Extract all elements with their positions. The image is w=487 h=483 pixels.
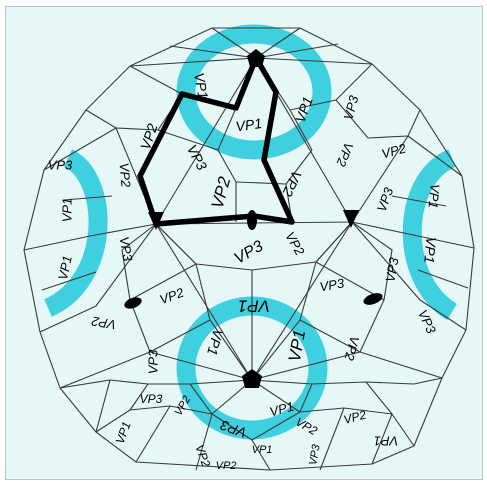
protein-label: VP3 [382,256,401,284]
protein-label: VP1 [238,297,270,316]
protein-label: VP1 [426,183,443,209]
protein-label: VP2 [117,162,134,189]
protein-label: VP1 [421,236,439,264]
protein-label: VP2 [158,284,187,307]
oval-icon [247,210,257,230]
protein-label: VP3 [307,443,323,466]
protein-label: VP2 [90,313,118,332]
protein-label: VP3 [318,275,346,294]
protein-label: VP1 [113,420,134,446]
protein-label: VP3 [341,93,362,121]
protein-label: VP2 [208,174,235,210]
protein-label: VP3 [374,185,397,214]
protein-label: VP3 [145,349,160,374]
protein-label: VP2 [216,460,237,472]
protein-label: VP2 [380,140,408,161]
protein-label: VP2 [293,415,320,439]
protein-label: VP3 [140,392,163,406]
protein-label: VP2 [333,140,356,169]
protein-label: VP3 [48,157,73,172]
protein-label: VP1 [59,198,74,223]
protein-label: VP1 [252,444,273,456]
protein-label: VP3 [117,235,136,263]
protein-label: VP1 [374,434,399,449]
protein-label: VP2 [282,229,308,258]
pentagon-icon [247,49,265,67]
protein-label: VP1 [235,115,263,135]
protein-label: VP3 [232,238,267,268]
protein-label: VP2 [342,407,368,426]
protein-label: VP2 [341,334,362,362]
fivefold-ring-right [412,158,452,312]
